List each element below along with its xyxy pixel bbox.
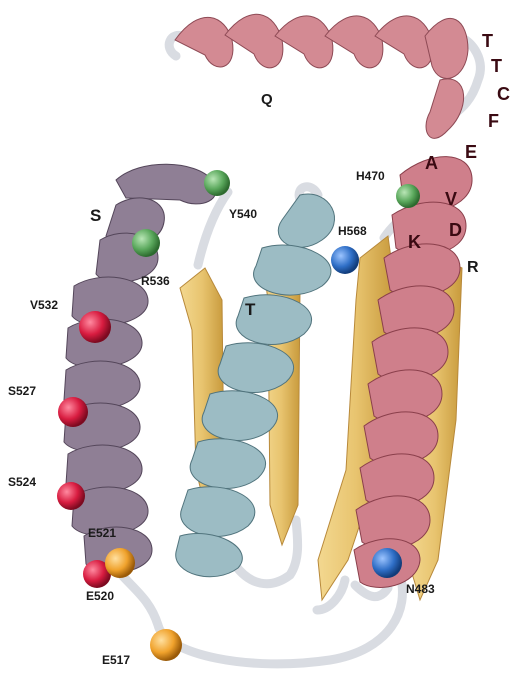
helix-letter: T [482, 31, 493, 51]
residue-label-h470: H470 [356, 169, 385, 183]
residue-sphere-e521 [105, 548, 135, 578]
residue-label-y540: Y540 [229, 207, 257, 221]
residue-label-e517: E517 [102, 653, 130, 667]
residue-label-r536: R536 [141, 274, 170, 288]
residue-label-s527: S527 [8, 384, 36, 398]
segment-label-s: S [90, 206, 101, 225]
helix-letter: F [488, 111, 499, 131]
residue-sphere-y540 [204, 170, 230, 196]
helix-letter: V [445, 189, 457, 209]
helix-letter: T [491, 56, 502, 76]
residue-sphere-s527 [58, 397, 88, 427]
residue-label-s524: S524 [8, 475, 36, 489]
residue-sphere-n483 [372, 548, 402, 578]
residue-label-e520: E520 [86, 589, 114, 603]
segment-label-r: R [467, 259, 479, 276]
segment-label-q: Q [261, 91, 273, 108]
residue-sphere-s524 [57, 482, 85, 510]
residue-label-e521: E521 [88, 526, 116, 540]
residue-label-h568: H568 [338, 224, 367, 238]
residue-sphere-e517 [150, 629, 182, 661]
residue-sphere-v532 [79, 311, 111, 343]
residue-label-v532: V532 [30, 298, 58, 312]
residue-sphere-h470 [396, 184, 420, 208]
helix-letter: D [449, 220, 462, 240]
residue-sphere-h568 [331, 246, 359, 274]
segment-label-t: T [245, 300, 256, 319]
helix-letter: C [497, 84, 510, 104]
helix-q [175, 14, 468, 138]
helix-letter: K [408, 232, 421, 252]
residue-label-n483: N483 [406, 582, 435, 596]
helix-letter: A [425, 153, 438, 173]
residue-sphere-r536 [132, 229, 160, 257]
helix-letter: E [465, 142, 477, 162]
